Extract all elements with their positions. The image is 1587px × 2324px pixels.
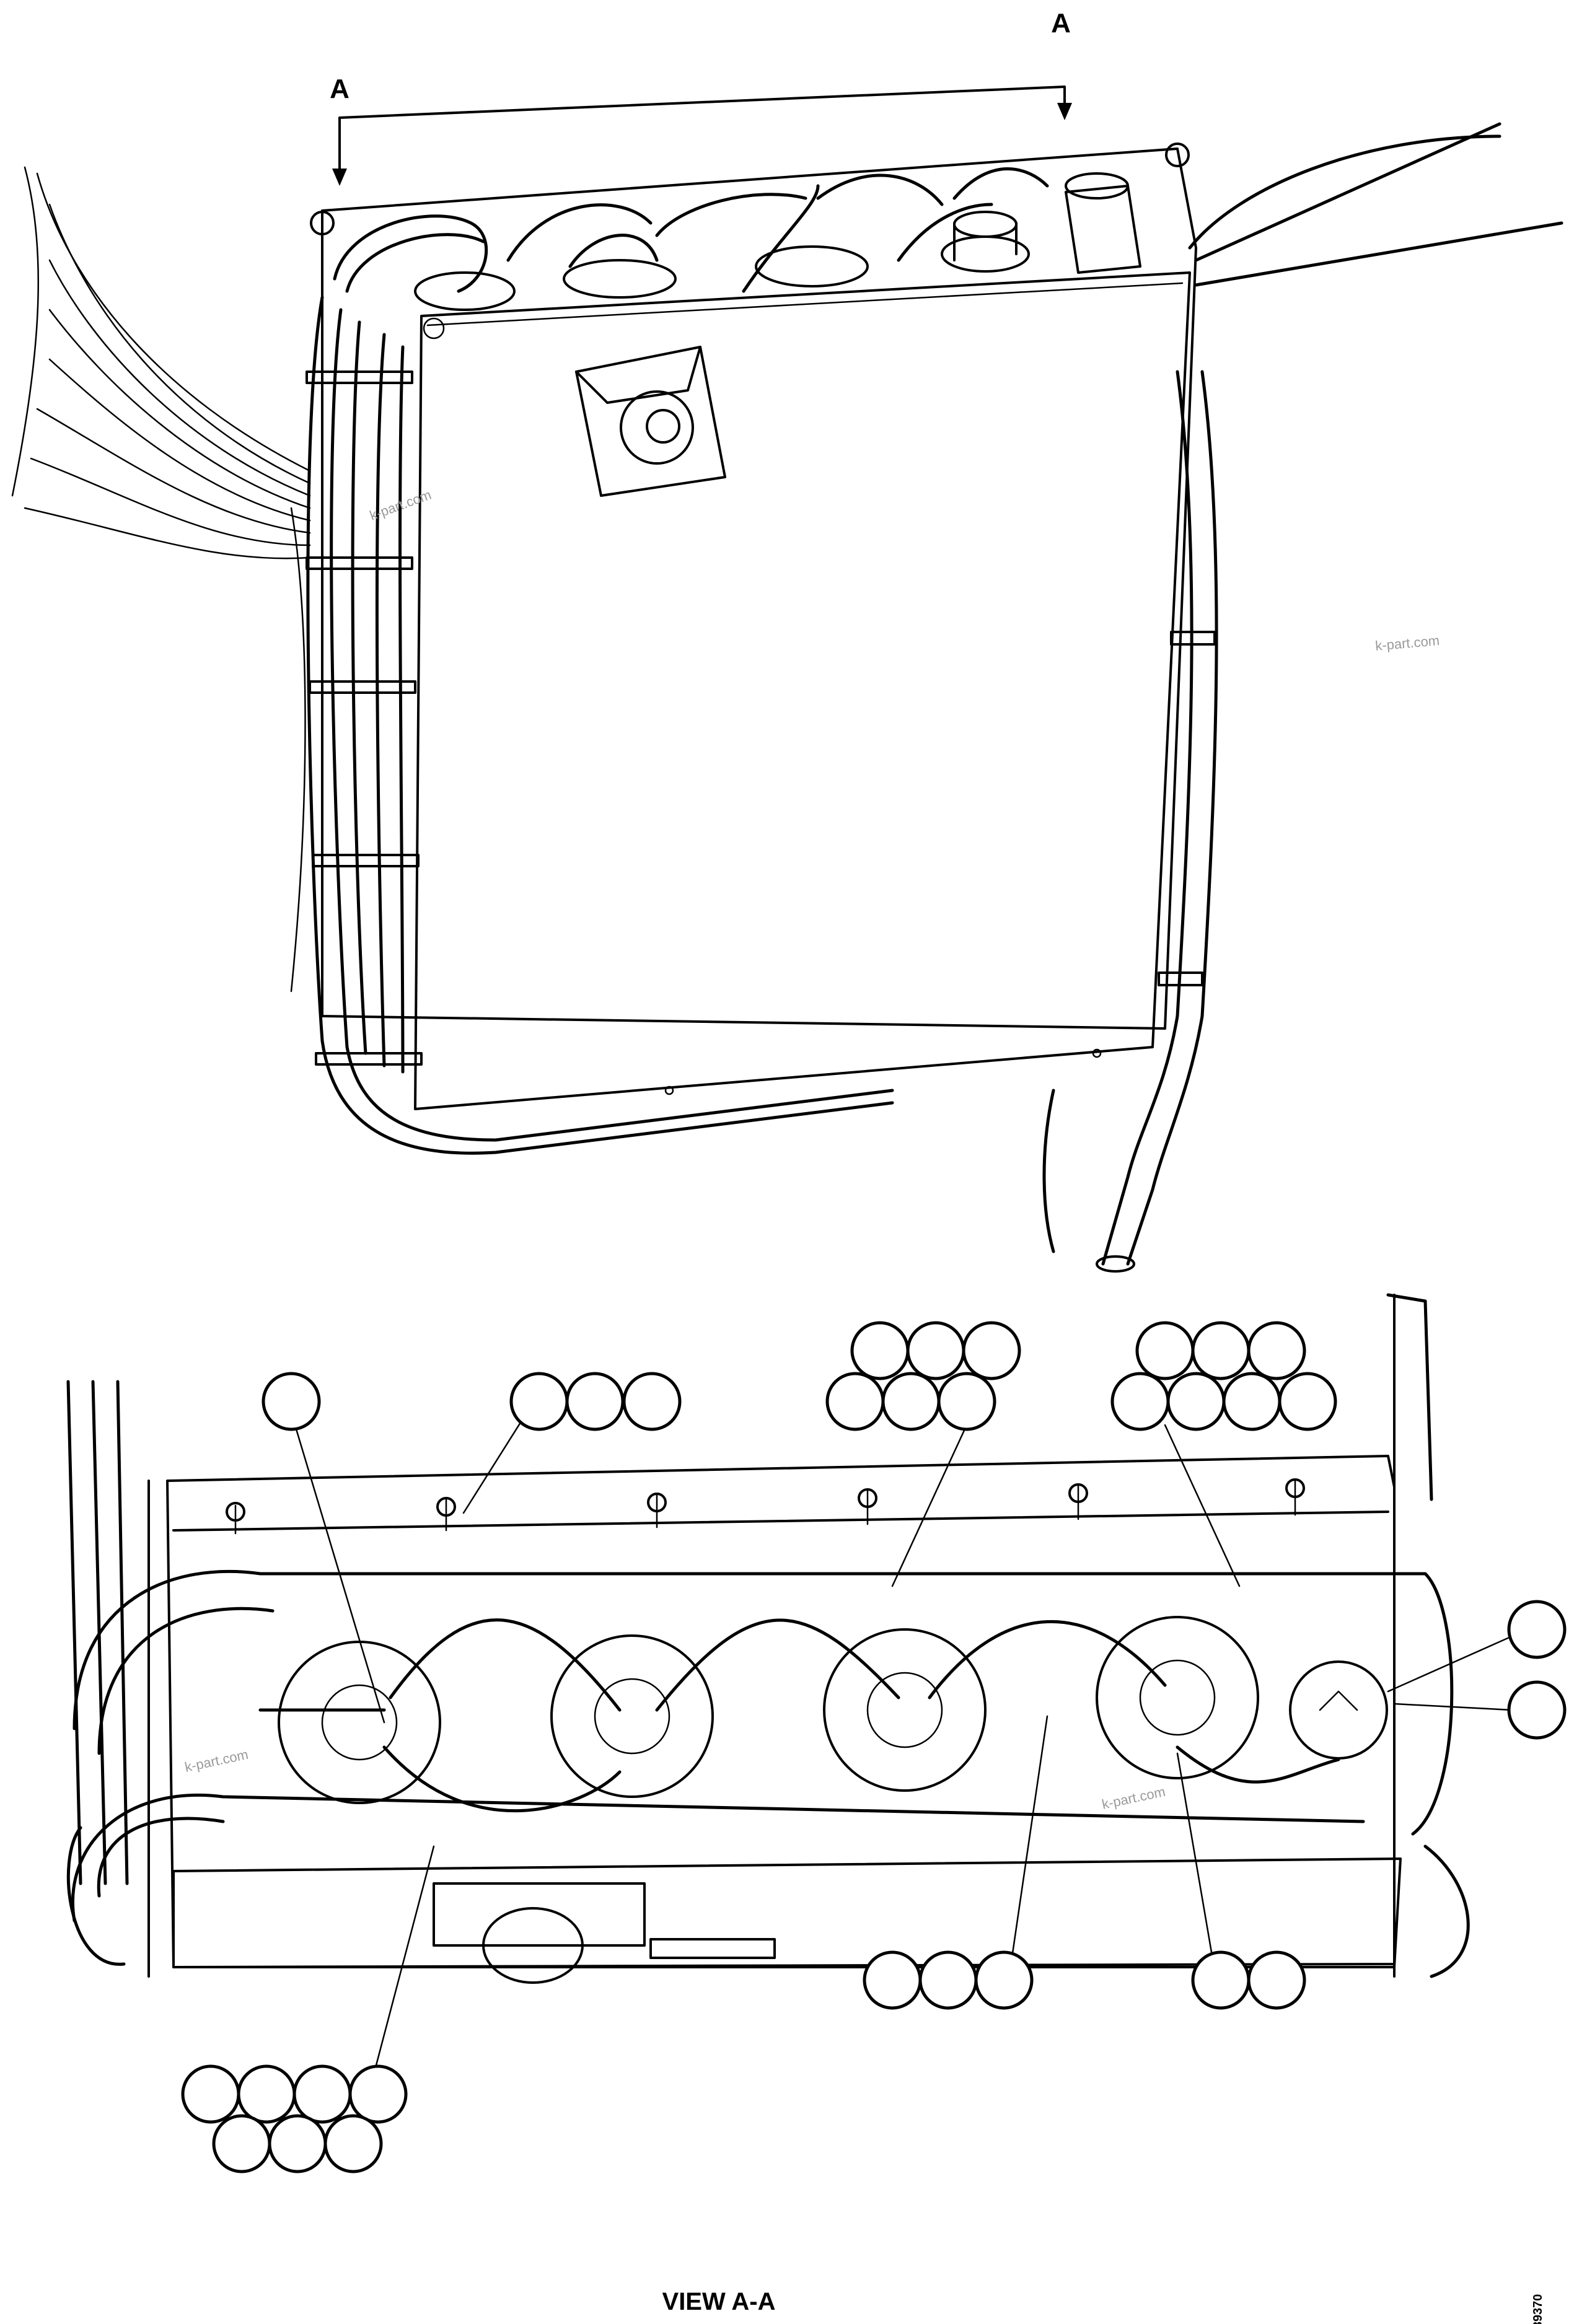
iso-assembly: k-part.com k-part.com: [11, 122, 1563, 1273]
pump-flanges: [278, 1616, 1259, 1804]
view-title: VIEW A-A: [662, 2288, 776, 2315]
callout-c1: [262, 1372, 385, 1724]
callout-c5: [1387, 1600, 1567, 1693]
callout-c8: [1176, 1752, 1306, 2010]
callouts: [181, 1321, 1567, 2173]
callout-c3: [825, 1321, 1021, 1587]
wire-harness: [11, 166, 311, 993]
watermark: k-part.com: [183, 1747, 250, 1775]
callout-c9: [181, 1845, 435, 2173]
view-a-a: k-part.com k-part.com: [66, 1293, 1470, 1984]
section-label-right: A: [1051, 8, 1071, 38]
callout-c6: [1393, 1680, 1567, 1740]
watermark: k-part.com: [1101, 1784, 1167, 1812]
section-cut-line: A A: [330, 8, 1072, 186]
callout-c2: [462, 1372, 682, 1514]
watermark: k-part.com: [1374, 633, 1440, 654]
callout-c4: [1110, 1321, 1337, 1587]
callout-c7: [863, 1715, 1048, 2010]
section-label-left: A: [330, 74, 349, 104]
figure-code: 189370: [1531, 2294, 1545, 2324]
top-rail-nuts: [226, 1478, 1305, 1535]
